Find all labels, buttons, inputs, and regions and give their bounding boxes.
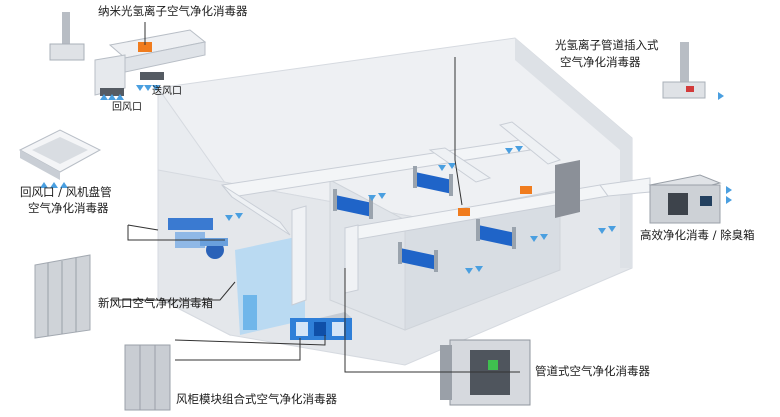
- high-efficiency-box: [648, 174, 722, 224]
- duct-purifier-marker: [520, 186, 532, 194]
- purifier-unit-icon: [49, 12, 85, 61]
- clean-room-door: [243, 295, 257, 330]
- vertical-duct: [291, 205, 307, 306]
- branch-duct: [498, 121, 562, 165]
- window-vent: [555, 160, 580, 218]
- leader-lines: [110, 22, 520, 373]
- hospital-bed-icon: [476, 219, 516, 249]
- fan-coil-cassette: [18, 129, 102, 180]
- branch-duct: [221, 184, 291, 236]
- label-fan-coil-line2: 空气净化消毒器: [28, 201, 109, 215]
- vertical-duct: [344, 224, 359, 294]
- duct-insert-purifier-photo: [662, 42, 706, 99]
- room-right-face: [515, 38, 632, 268]
- label-fresh-air-box: 新风口空气净化消毒箱: [98, 296, 213, 310]
- label-ahu-module: 风柜模块组合式空气净化消毒器: [176, 392, 337, 406]
- duct-purifier-marker: [458, 208, 470, 216]
- label-return-outlet: 回风口: [112, 102, 142, 113]
- nurse-station: [168, 218, 228, 259]
- label-duct-type: 管道式空气净化消毒器: [535, 364, 650, 378]
- label-nano-purifier: 纳米光氢离子空气净化消毒器: [98, 4, 248, 18]
- fresh-air-box: [34, 254, 91, 339]
- ahu-module-photo: [124, 344, 171, 411]
- hospital-bed-icon: [398, 242, 438, 272]
- label-duct-insert-line2: 空气净化消毒器: [560, 55, 641, 69]
- ahu-module-unit: [290, 312, 352, 340]
- hospital-bed-icon: [413, 166, 453, 196]
- label-duct-insert-line1: 光氢离子管道插入式: [555, 38, 659, 52]
- ceiling-duct-assembly: [94, 29, 207, 96]
- branch-duct: [428, 147, 492, 183]
- label-fan-coil-line1: 回风口 / 风机盘管: [20, 185, 112, 199]
- hospital-bed-icon: [333, 189, 373, 219]
- airflow-arrow-icon: [40, 85, 732, 274]
- label-high-efficiency-box: 高效净化消毒 / 除臭箱: [640, 228, 755, 242]
- label-supply-outlet: 送风口: [152, 86, 182, 97]
